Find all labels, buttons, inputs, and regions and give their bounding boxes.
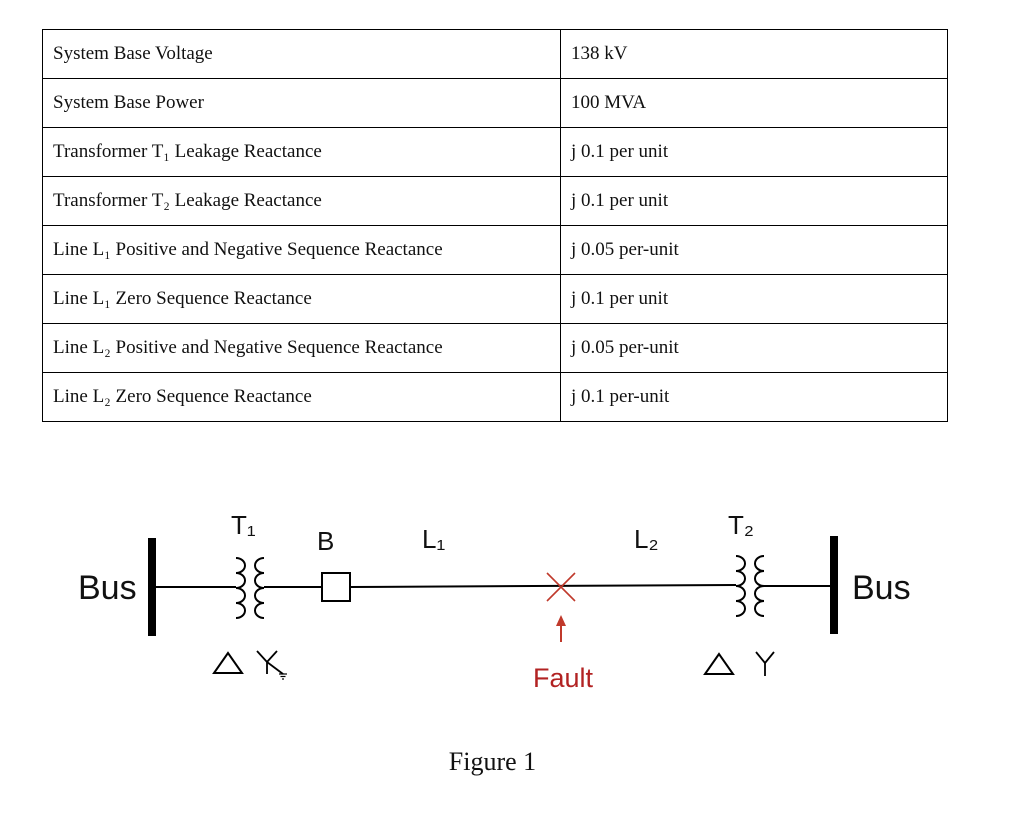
fault-label: Fault	[533, 663, 594, 693]
param-cell: System Base Power	[42, 78, 561, 128]
delta-icon	[212, 651, 244, 674]
table-row: Line L₂ Zero Sequence Reactance j 0.1 pe…	[42, 372, 948, 422]
parameter-table: System Base Voltage 138 kV System Base P…	[42, 29, 948, 422]
grounded-wye-icon	[256, 650, 287, 680]
fault-x-icon	[546, 572, 576, 602]
param-cell: Line L₂ Zero Sequence Reactance	[42, 372, 561, 422]
table-row: Transformer T₁ Leakage Reactance j 0.1 p…	[42, 127, 948, 177]
param-cell: Line L₂ Positive and Negative Sequence R…	[42, 323, 561, 373]
wye-icon	[755, 651, 775, 676]
param-cell: Transformer T₂ Leakage Reactance	[42, 176, 561, 226]
value-cell: j 0.1 per-unit	[560, 372, 948, 422]
delta-icon	[703, 652, 735, 675]
table-row: System Base Voltage 138 kV	[42, 29, 948, 79]
bus-right-label: Bus	[852, 569, 911, 607]
table-row: Transformer T₂ Leakage Reactance j 0.1 p…	[42, 176, 948, 226]
l2-label: L₂	[634, 524, 659, 554]
value-cell: j 0.05 per-unit	[560, 225, 948, 275]
table-row: Line L₂ Positive and Negative Sequence R…	[42, 323, 948, 373]
transmission-line	[349, 584, 737, 588]
param-cell: Line L₁ Zero Sequence Reactance	[42, 274, 561, 324]
value-cell: 138 kV	[560, 29, 948, 79]
value-cell: j 0.1 per unit	[560, 274, 948, 324]
value-cell: 100 MVA	[560, 78, 948, 128]
bus-left-label: Bus	[78, 569, 137, 607]
t1-secondary-coil	[254, 557, 265, 619]
value-cell: j 0.1 per unit	[560, 176, 948, 226]
table-row: System Base Power 100 MVA	[42, 78, 948, 128]
table-row: Line L₁ Positive and Negative Sequence R…	[42, 225, 948, 275]
t1-label: T₁	[231, 510, 256, 540]
breaker-box	[321, 572, 351, 602]
fault-arrowhead-icon	[556, 615, 566, 626]
circuit-graphics	[148, 536, 838, 680]
t2-primary-coil	[735, 555, 746, 617]
l1-label: L₁	[422, 524, 445, 554]
fault-marker	[546, 572, 576, 642]
breaker-label: B	[317, 526, 334, 556]
t1-primary-coil	[235, 557, 246, 619]
figure-caption: Figure 1	[448, 747, 537, 776]
one-line-diagram: Bus Bus T₁ T₂ B L₁ L₂ Fault	[78, 510, 911, 693]
t2-label: T₂	[728, 510, 754, 540]
param-cell: System Base Voltage	[42, 29, 561, 79]
value-cell: j 0.05 per-unit	[560, 323, 948, 373]
t2-secondary-coil	[754, 555, 765, 617]
param-cell: Line L₁ Positive and Negative Sequence R…	[42, 225, 561, 275]
table-row: Line L₁ Zero Sequence Reactance j 0.1 pe…	[42, 274, 948, 324]
param-cell: Transformer T₁ Leakage Reactance	[42, 127, 561, 177]
value-cell: j 0.1 per unit	[560, 127, 948, 177]
